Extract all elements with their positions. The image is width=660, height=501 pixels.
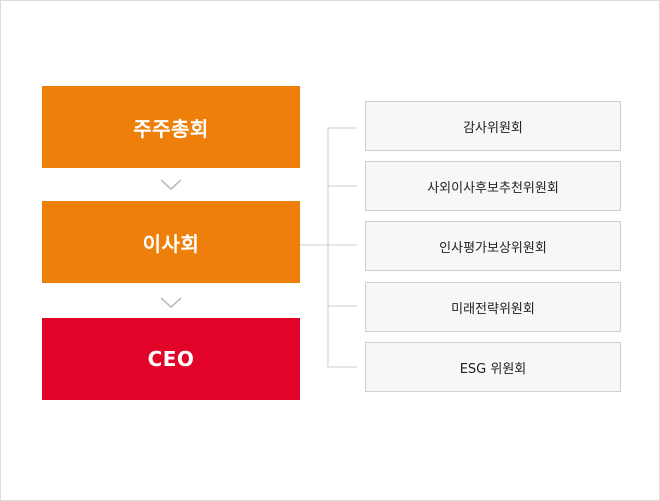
board-of-directors-label: 이사회 [142, 231, 200, 256]
committee-label: 미래전략위원회 [451, 301, 535, 317]
committee-future-strategy: 미래전략위원회 [365, 282, 621, 332]
committee-label: ESG 위원회 [459, 361, 527, 377]
committee-label: 사외이사후보추천위원회 [427, 180, 559, 196]
committee-evaluation-compensation: 인사평가보상위원회 [365, 221, 621, 271]
committee-label: 인사평가보상위원회 [439, 240, 547, 256]
chevron-down-icon [160, 179, 182, 191]
shareholders-meeting-box: 주주총회 [42, 86, 300, 168]
committee-label: 감사위원회 [463, 120, 523, 136]
chevron-down-icon [160, 297, 182, 309]
ceo-box: CEO [42, 318, 300, 400]
committee-audit: 감사위원회 [365, 101, 621, 151]
board-of-directors-box: 이사회 [42, 201, 300, 283]
shareholders-meeting-label: 주주총회 [133, 116, 209, 141]
committee-outside-director-nomination: 사외이사후보추천위원회 [365, 161, 621, 211]
ceo-label: CEO [147, 347, 195, 371]
committee-esg: ESG 위원회 [365, 342, 621, 392]
